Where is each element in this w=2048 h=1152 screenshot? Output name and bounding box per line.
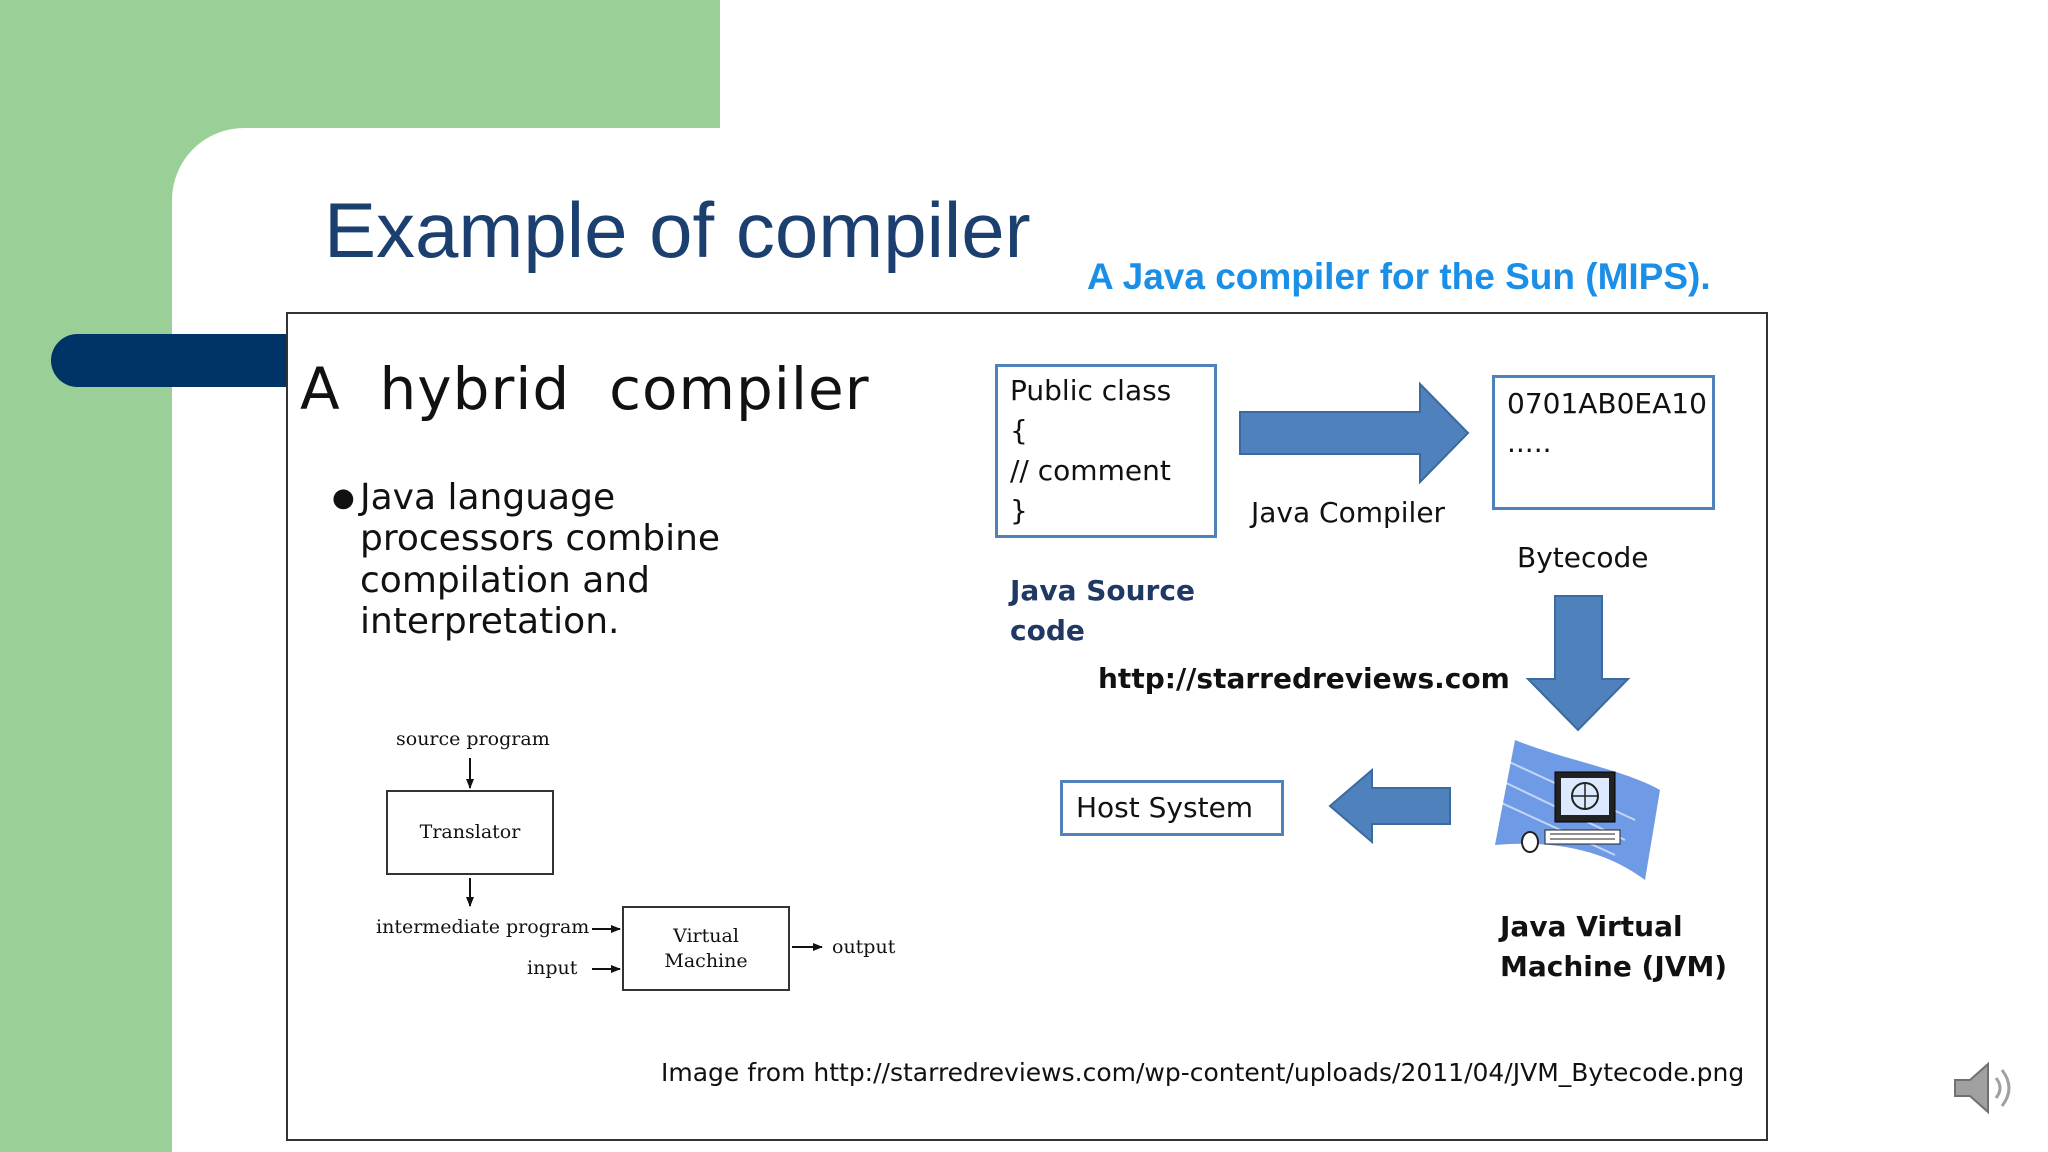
java-source-caption-line2: code	[1010, 614, 1085, 647]
bullet-line: processors combine	[360, 518, 721, 559]
virtual-machine-box: Virtual Machine	[622, 906, 790, 991]
bullet-dot: ●	[332, 483, 355, 513]
bytecode-label: Bytecode	[1517, 541, 1649, 574]
figure-heading: A hybrid compiler	[300, 355, 870, 423]
intermediate-program-label: intermediate program	[376, 916, 590, 938]
jvm-label-line1: Java Virtual	[1500, 910, 1683, 943]
bullet-line: interpretation.	[360, 601, 620, 642]
source-code-line: // comment	[1010, 454, 1171, 487]
left-arrow	[1328, 767, 1451, 845]
bullet-line: Java language	[360, 477, 616, 518]
host-system-label: Host System	[1076, 791, 1254, 824]
vm-label-line2: Machine	[664, 949, 748, 972]
bytecode-line: 0701AB0EA10	[1507, 387, 1707, 420]
speaker-icon[interactable]	[1950, 1058, 2020, 1118]
host-system-box	[1060, 780, 1284, 836]
computer-icon	[1494, 740, 1660, 880]
slide-subtitle: A Java compiler for the Sun (MIPS).	[1087, 256, 1711, 297]
source-code-line: {	[1010, 414, 1028, 447]
vm-label-line1: Virtual	[673, 924, 739, 947]
input-label: input	[527, 957, 578, 979]
output-label: output	[832, 936, 896, 958]
down-arrow	[1525, 595, 1631, 732]
image-credit: Image from http://starredreviews.com/wp-…	[661, 1058, 1745, 1087]
translator-label: Translator	[419, 821, 521, 843]
java-source-box	[995, 364, 1217, 538]
source-code-line: }	[1010, 494, 1028, 527]
source-program-label: source program	[396, 728, 550, 750]
java-source-caption-line1: Java Source	[1010, 574, 1195, 607]
bullet-line: compilation and	[360, 560, 650, 601]
bytecode-line: .....	[1507, 426, 1552, 459]
jvm-label-line2: Machine (JVM)	[1500, 950, 1728, 983]
source-code-line: Public class	[1010, 374, 1172, 407]
slide-title: Example of compiler	[324, 186, 1031, 274]
java-compiler-label: Java Compiler	[1251, 496, 1446, 529]
translator-box: Translator	[386, 790, 554, 875]
bytecode-box	[1492, 375, 1715, 510]
website-label: http://starredreviews.com	[1098, 662, 1510, 695]
compile-arrow	[1239, 381, 1470, 485]
